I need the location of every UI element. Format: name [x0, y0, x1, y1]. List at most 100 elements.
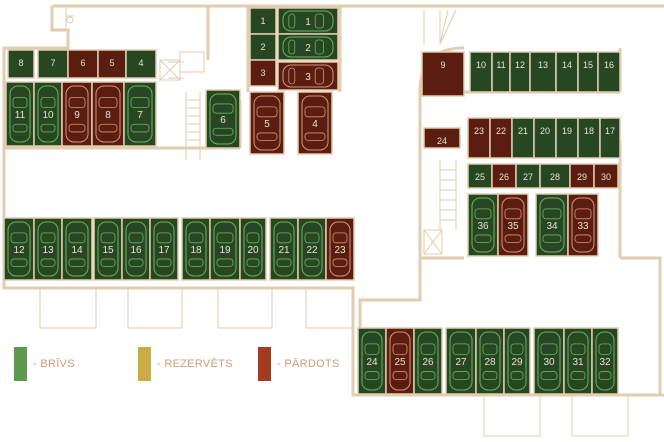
car-rear-window-icon	[256, 132, 278, 141]
parking-space-14[interactable]: 14	[61, 217, 93, 281]
parking-space-10[interactable]: 10	[33, 81, 63, 147]
car-windshield-icon	[128, 232, 144, 244]
parking-space-23[interactable]: 23	[325, 217, 355, 281]
parking-space-22[interactable]: 22	[297, 217, 327, 281]
storage-unit-4[interactable]: 4	[125, 49, 157, 79]
car-rear-window-icon	[540, 371, 558, 380]
storage-unit-2[interactable]: 2	[249, 33, 277, 61]
car-windshield-icon	[304, 106, 326, 118]
car-icon	[389, 331, 411, 391]
storage-unit-21[interactable]: 21	[511, 117, 535, 159]
storage-unit-24[interactable]: 24	[423, 127, 461, 149]
parking-space-4[interactable]: 4	[297, 91, 333, 155]
storage-unit-18[interactable]: 18	[577, 117, 601, 159]
storage-unit-9[interactable]: 9	[421, 51, 465, 97]
car-rear-window-icon	[276, 258, 292, 267]
parking-space-18[interactable]: 18	[181, 217, 211, 281]
car-windshield-icon	[510, 343, 524, 355]
parking-space-21[interactable]: 21	[269, 217, 299, 281]
parking-space-11[interactable]: 11	[5, 81, 35, 147]
parking-space-33[interactable]: 33	[567, 193, 599, 257]
storage-unit-7[interactable]: 7	[37, 49, 69, 79]
parking-space-36[interactable]: 36	[467, 193, 499, 257]
storage-unit-label: 7	[50, 58, 55, 68]
storage-unit-5[interactable]: 5	[97, 49, 127, 79]
storage-unit-19[interactable]: 19	[555, 117, 579, 159]
parking-space-26[interactable]: 26	[413, 327, 443, 395]
parking-space-13[interactable]: 13	[33, 217, 63, 281]
parking-space-15[interactable]: 15	[93, 217, 123, 281]
parking-space-28[interactable]: 28	[475, 327, 505, 395]
car-windshield-icon	[574, 208, 592, 220]
parking-space-34[interactable]: 34	[535, 193, 569, 257]
parking-space-label: 5	[264, 119, 270, 130]
parking-space-30[interactable]: 30	[533, 327, 565, 395]
storage-unit-16[interactable]: 16	[597, 51, 621, 93]
car-windshield-icon	[364, 343, 380, 355]
car-windshield-icon	[332, 232, 348, 244]
parking-space-19[interactable]: 19	[209, 217, 241, 281]
parking-space-label: 1	[305, 17, 311, 28]
storage-unit-28[interactable]: 28	[539, 163, 571, 189]
parking-space-7[interactable]: 7	[123, 81, 157, 147]
storage-unit-23[interactable]: 23	[467, 117, 491, 159]
parking-space-label: 20	[247, 245, 259, 256]
parking-space-17[interactable]: 17	[149, 217, 179, 281]
storage-unit-1[interactable]: 1	[249, 7, 277, 35]
parking-space-fill	[385, 327, 415, 395]
storage-unit-fill	[467, 163, 493, 189]
car-rear-window-icon	[332, 258, 348, 267]
storage-unit-26[interactable]: 26	[491, 163, 517, 189]
parking-space-label: 23	[334, 245, 346, 256]
parking-space-5[interactable]: 5	[249, 91, 285, 155]
car-rear-window-icon	[304, 258, 320, 267]
storage-unit-17[interactable]: 17	[599, 117, 621, 159]
parking-space-31[interactable]: 31	[563, 327, 593, 395]
parking-space-27[interactable]: 27	[445, 327, 477, 395]
parking-space-29[interactable]: 29	[503, 327, 531, 395]
legend-swatch-sold	[258, 347, 271, 381]
storage-unit-6[interactable]: 6	[67, 49, 99, 79]
parking-space-35[interactable]: 35	[497, 193, 529, 257]
car-icon	[507, 331, 527, 391]
storage-unit-25[interactable]: 25	[467, 163, 493, 189]
parking-space-12[interactable]: 12	[3, 217, 35, 281]
storage-unit-27[interactable]: 27	[515, 163, 541, 189]
car-windshield-icon	[314, 67, 325, 85]
parking-space-25[interactable]: 25	[385, 327, 415, 395]
parking-space-20[interactable]: 20	[239, 217, 267, 281]
storage-unit-20[interactable]: 20	[533, 117, 557, 159]
car-windshield-icon	[276, 232, 292, 244]
storage-unit-3[interactable]: 3	[249, 59, 277, 87]
parking-space-24[interactable]: 24	[357, 327, 387, 395]
car-icon	[37, 85, 59, 143]
storage-unit-14[interactable]: 14	[555, 51, 579, 93]
car-icon	[185, 221, 207, 277]
storage-unit-12[interactable]: 12	[509, 51, 531, 93]
parking-space-8[interactable]: 8	[91, 81, 125, 147]
storage-unit-30[interactable]: 30	[593, 163, 619, 189]
storage-unit-13[interactable]: 13	[529, 51, 557, 93]
parking-space-32[interactable]: 32	[591, 327, 619, 395]
storage-unit-10[interactable]: 10	[469, 51, 493, 93]
storage-unit-15[interactable]: 15	[577, 51, 599, 93]
storage-unit-label: 3	[260, 68, 265, 78]
parking-space-3[interactable]: 3	[277, 61, 339, 91]
parking-space-2[interactable]: 2	[277, 33, 339, 61]
storage-unit-29[interactable]: 29	[569, 163, 595, 189]
storage-unit-fill	[597, 51, 621, 93]
parking-space-9[interactable]: 9	[61, 81, 93, 147]
car-icon	[361, 331, 383, 391]
parking-space-label: 28	[484, 357, 496, 368]
parking-space-6[interactable]: 6	[205, 89, 241, 149]
storage-unit-22[interactable]: 22	[489, 117, 513, 159]
storage-unit-11[interactable]: 11	[491, 51, 511, 93]
storage-unit-8[interactable]: 8	[7, 49, 35, 79]
parking-space-label: 13	[42, 245, 54, 256]
car-windshield-icon	[100, 232, 116, 244]
parking-space-16[interactable]: 16	[121, 217, 151, 281]
parking-space-1[interactable]: 1	[277, 7, 339, 35]
parking-space-fill	[61, 81, 93, 147]
car-icon	[125, 221, 147, 277]
